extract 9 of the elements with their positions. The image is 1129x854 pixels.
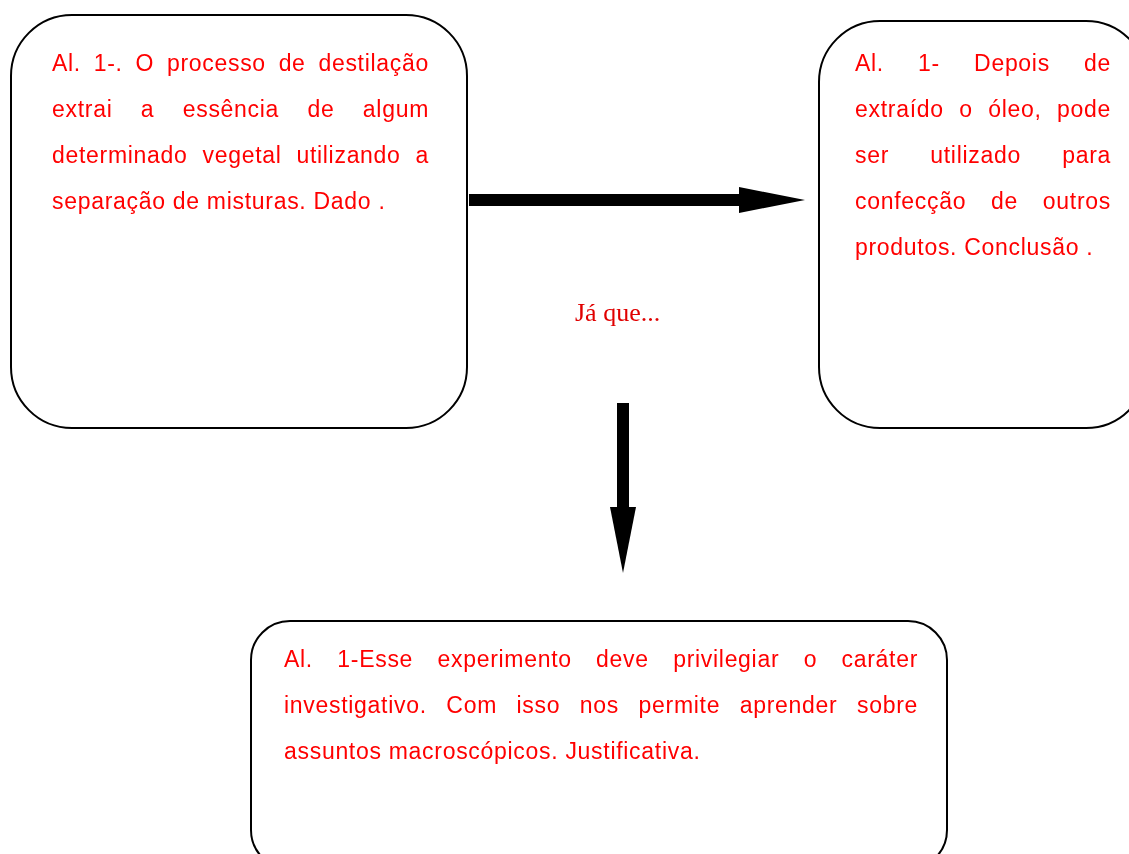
- rounded-box: [10, 14, 468, 429]
- box-text: Al. 1-Esse experimento deve privilegiar o caráter investigativo. Com isso nos permite aprender sobre assuntos macroscópicos. Justificativa.: [284, 645, 918, 766]
- arrow: [469, 187, 805, 213]
- box-text: Al. 1-. O processo de destilação extrai a essência de algum determinado vegetal utilizando a separação de misturas. Dado .: [52, 49, 429, 216]
- box-text: Al. 1- Depois de extraído o óleo, pode ser utilizado para confecção de outros produtos. Conclusão .: [855, 49, 1111, 262]
- connector-label: Já que...: [575, 298, 661, 328]
- rounded-box: [818, 20, 1129, 429]
- rounded-box: [250, 620, 948, 854]
- arrow: [610, 403, 636, 573]
